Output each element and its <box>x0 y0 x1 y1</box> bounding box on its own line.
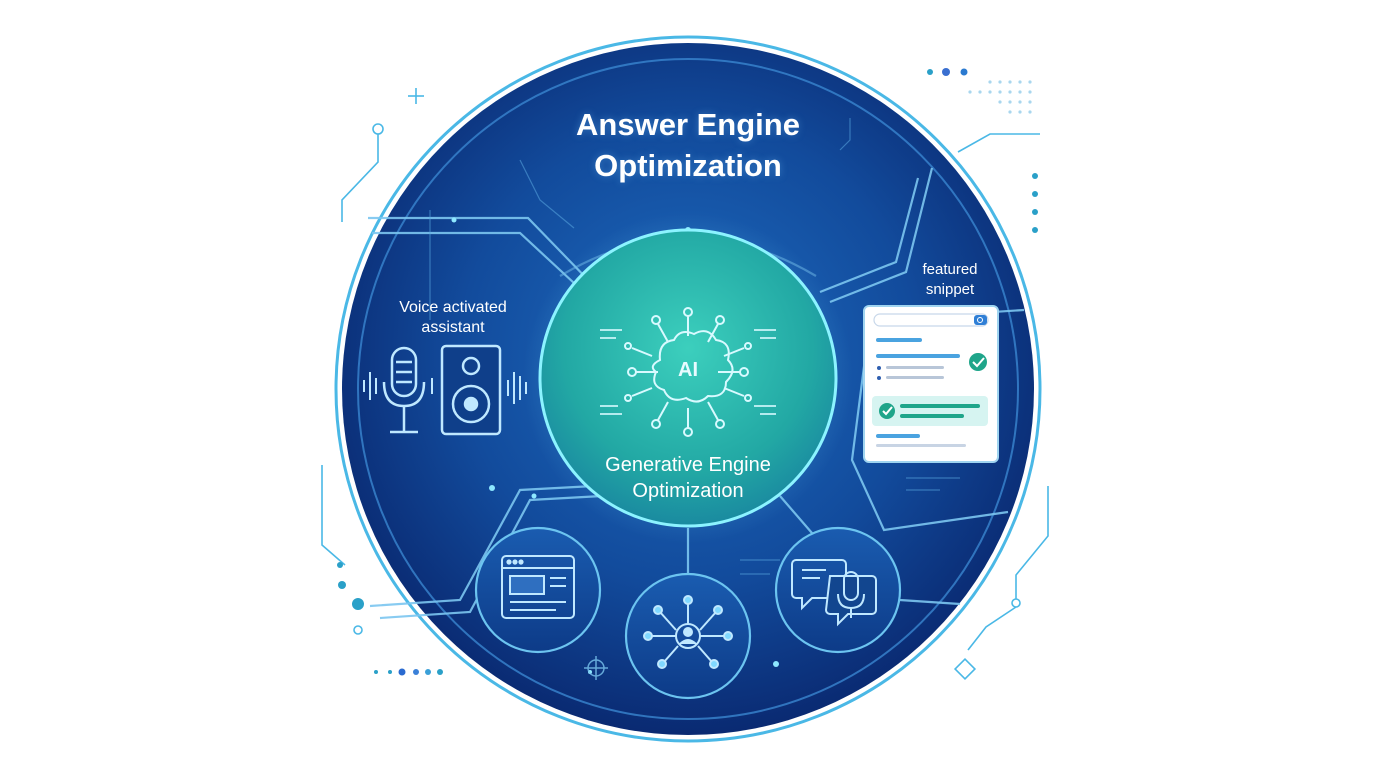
ai-label: AI <box>678 359 698 381</box>
snippet-label-line-1: featured <box>922 261 978 278</box>
voice-label-line-2: assistant <box>421 319 485 336</box>
title-line-2: Optimization <box>594 148 782 183</box>
speaker-icon <box>440 344 527 436</box>
center-title-line-1: Generative Engine <box>605 454 771 476</box>
inner-circuit-decor <box>429 118 960 575</box>
snippet-label-line-2: snippet <box>925 281 975 298</box>
microphone-icon <box>363 346 433 434</box>
browser-window-icon <box>474 526 602 654</box>
featured-snippet-label: featured snippet <box>890 260 1010 300</box>
page-title: Answer Engine Optimization <box>488 104 888 186</box>
center-title-line-2: Optimization <box>632 480 744 502</box>
title-line-1: Answer Engine <box>576 107 800 142</box>
crosshair-decor <box>584 656 608 680</box>
center-title: Generative Engine Optimization <box>548 452 828 504</box>
dot-grid-decor <box>968 80 1032 114</box>
search-result-card-icon <box>863 305 999 463</box>
outer-dots-decor <box>374 68 1038 676</box>
voice-assistant-label: Voice activated assistant <box>358 298 548 338</box>
network-user-icon <box>624 572 752 700</box>
center-circle <box>538 228 838 528</box>
brain-chip-icon <box>600 307 776 437</box>
outer-ring <box>334 35 1042 743</box>
voice-label-line-1: Voice activated <box>399 299 507 316</box>
chat-voice-icon <box>774 526 902 654</box>
